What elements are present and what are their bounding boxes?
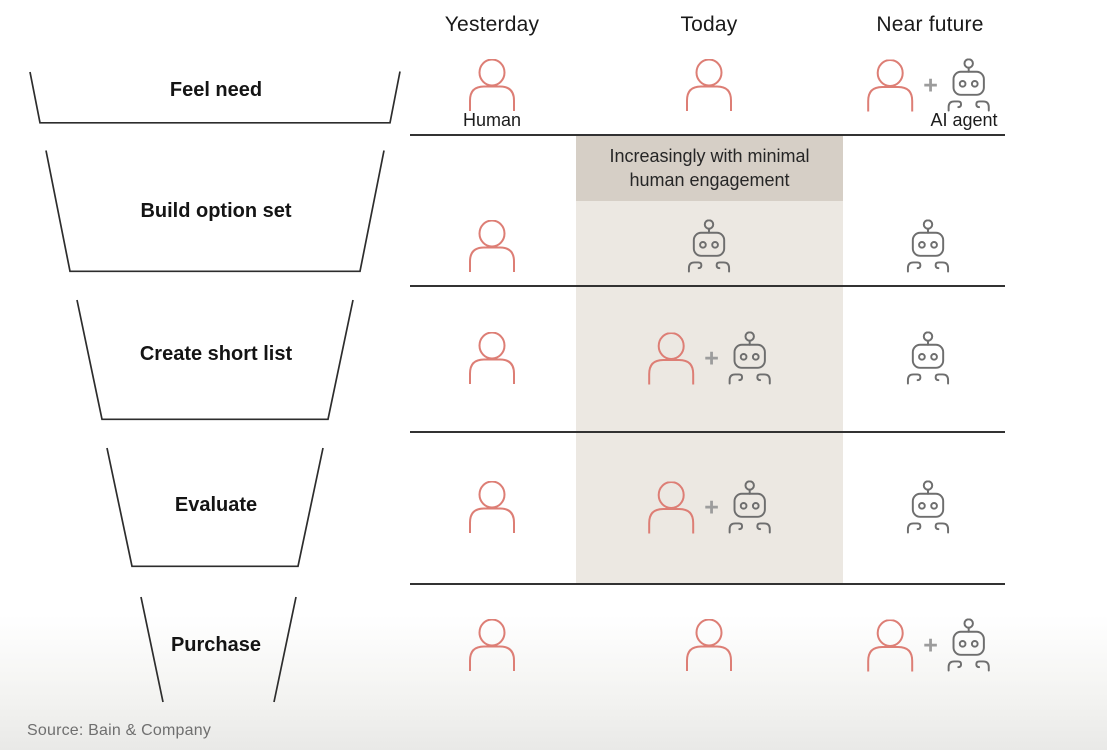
ai-agent-icon xyxy=(728,480,771,534)
ai-agent-icon xyxy=(906,219,950,273)
human-icon xyxy=(648,481,695,533)
plus-icon: + xyxy=(704,344,719,373)
human-icon xyxy=(469,619,515,671)
row-divider xyxy=(410,431,1005,433)
human-icon xyxy=(867,619,914,671)
funnel-segment-feel-need xyxy=(29,71,401,124)
matrix-cell-build-option-set-near-future xyxy=(905,219,952,273)
today-highlight-caption: Increasingly with minimal human engageme… xyxy=(576,136,843,201)
matrix-cell-feel-need-today xyxy=(683,59,735,111)
human-icon xyxy=(867,59,914,111)
matrix-cell-feel-need-yesterday xyxy=(466,59,518,111)
human-icon xyxy=(469,220,515,272)
column-header-near-future: Near future xyxy=(876,13,984,36)
column-header-yesterday: Yesterday xyxy=(444,13,540,36)
plus-icon: + xyxy=(923,71,938,100)
matrix-cell-create-short-list-today: + xyxy=(645,331,773,385)
funnel-segment-build-option-set xyxy=(45,150,385,273)
matrix-cell-purchase-today xyxy=(683,619,735,671)
funnel-segment-purchase xyxy=(140,596,297,703)
row-divider xyxy=(410,285,1005,287)
funnel-diagram xyxy=(29,71,401,703)
human-icon xyxy=(469,481,515,533)
matrix-cell-build-option-set-yesterday xyxy=(466,220,518,272)
matrix-cell-evaluate-yesterday xyxy=(466,481,518,533)
matrix-cell-purchase-near-future: + xyxy=(864,618,992,672)
plus-icon: + xyxy=(923,631,938,660)
human-icon xyxy=(469,59,515,111)
funnel-segment-evaluate xyxy=(106,447,324,568)
human-legend-label: Human xyxy=(462,110,522,130)
human-icon xyxy=(469,332,515,384)
column-header-today: Today xyxy=(680,13,738,36)
source-attribution: Source: Bain & Company xyxy=(27,722,212,739)
plus-icon: + xyxy=(704,493,719,522)
stage-label-build-option-set: Build option set xyxy=(140,200,292,222)
matrix-cell-evaluate-near-future xyxy=(905,480,952,534)
ai-agent-icon xyxy=(687,219,731,273)
matrix-cell-evaluate-today: + xyxy=(645,480,773,534)
today-highlight-column xyxy=(576,136,843,584)
matrix-cell-feel-need-near-future: + xyxy=(864,58,992,112)
row-divider xyxy=(410,583,1005,585)
ai-agent-icon xyxy=(947,58,990,112)
matrix-cell-purchase-yesterday xyxy=(466,619,518,671)
stage-label-create-short-list: Create short list xyxy=(139,343,293,365)
stage-label-purchase: Purchase xyxy=(170,634,262,656)
matrix-cell-build-option-set-today xyxy=(686,219,733,273)
human-icon xyxy=(686,619,732,671)
ai-agent-icon xyxy=(947,618,990,672)
stage-label-feel-need: Feel need xyxy=(169,79,263,101)
ai-agent-icon xyxy=(906,480,950,534)
matrix-cell-create-short-list-near-future xyxy=(905,331,952,385)
human-icon xyxy=(686,59,732,111)
ai-agent-icon xyxy=(728,331,771,385)
ai-agent-legend-label: AI agent xyxy=(930,110,998,130)
matrix-cell-create-short-list-yesterday xyxy=(466,332,518,384)
row-divider xyxy=(410,134,1005,136)
funnel-segment-create-short-list xyxy=(76,299,354,421)
stage-label-evaluate: Evaluate xyxy=(174,494,258,516)
ai-agent-icon xyxy=(906,331,950,385)
human-icon xyxy=(648,332,695,384)
